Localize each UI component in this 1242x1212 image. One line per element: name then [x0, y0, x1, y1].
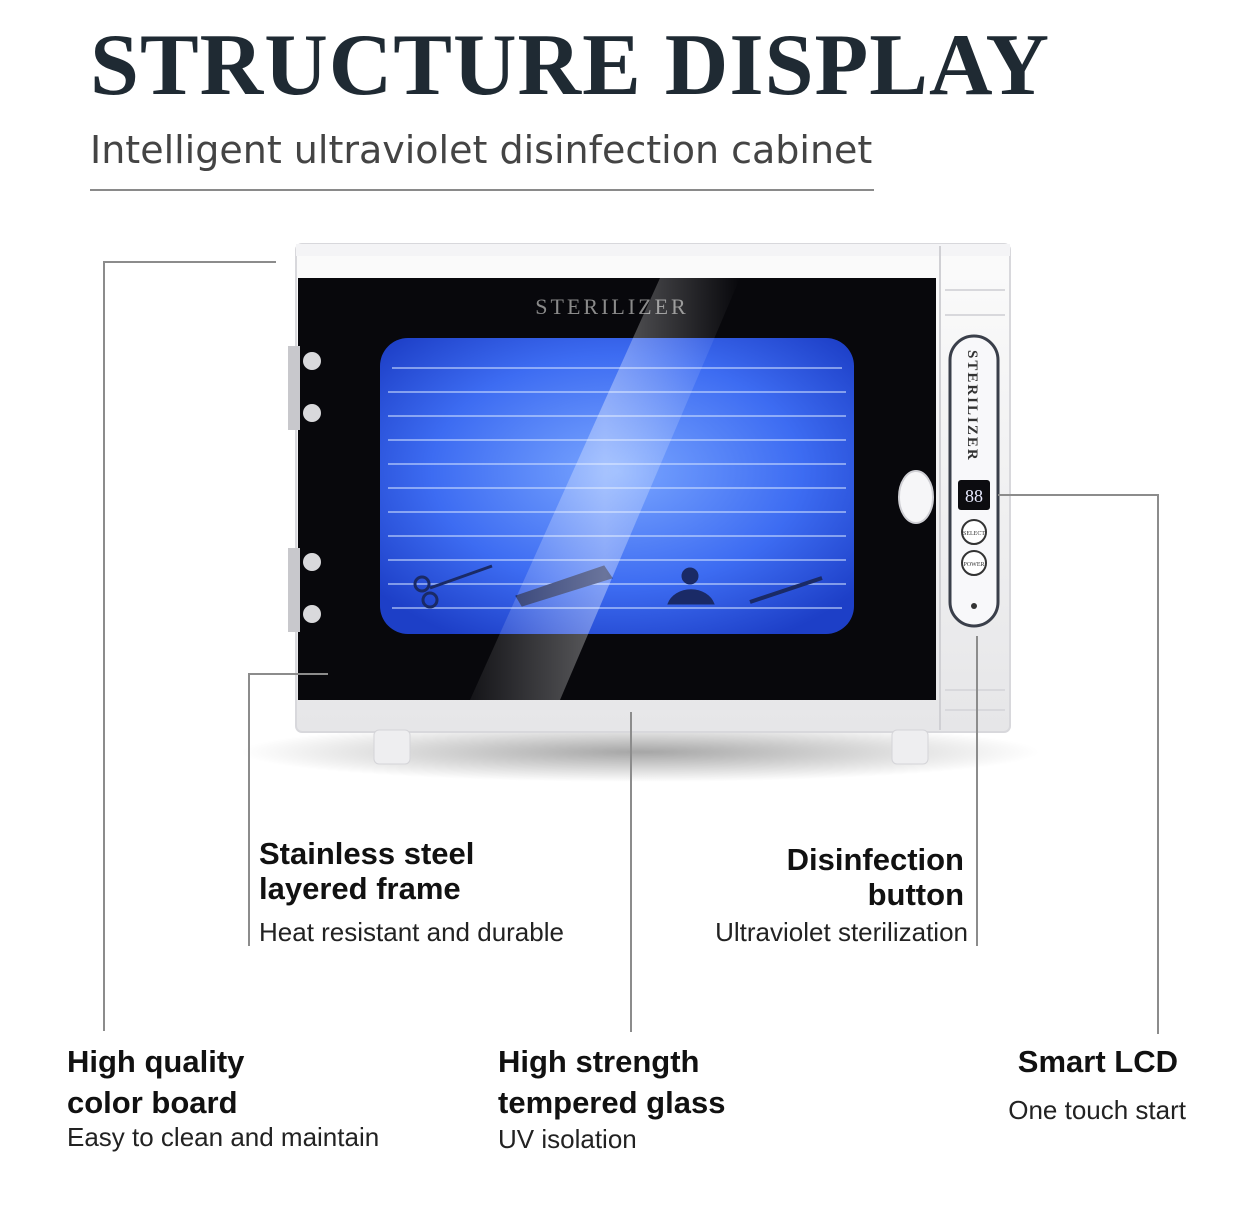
callout-glass-title-2: tempered glass	[498, 1085, 726, 1120]
leader-button-v	[976, 636, 978, 946]
callout-button-desc: Ultraviolet sterilization	[715, 917, 968, 947]
callout-lcd-desc: One touch start	[1008, 1095, 1186, 1125]
callout-frame-desc: Heat resistant and durable	[259, 917, 564, 947]
panel-brand-text: STERILIZER	[964, 350, 980, 462]
callout-button-title-1: Disinfection	[786, 842, 964, 877]
leader-board-v	[103, 261, 105, 1031]
callout-glass: High strength tempered glass UV isolatio…	[498, 1044, 725, 1154]
svg-text:POWER: POWER	[964, 562, 985, 568]
cabinet-foot-left	[373, 729, 411, 765]
callout-button-title-2: button	[867, 877, 964, 912]
indicator-light	[971, 603, 977, 609]
svg-text:SELECT: SELECT	[963, 531, 985, 537]
leader-board-h	[103, 261, 276, 263]
callout-board-desc: Easy to clean and maintain	[67, 1122, 380, 1152]
page-title: STRUCTURE DISPLAY	[90, 17, 1050, 114]
sterilizer-cabinet-illustration: STERILIZER STERILIZER	[240, 243, 1040, 782]
leader-lcd-v	[1157, 494, 1159, 1034]
callout-frame: Stainless steel layered frame Heat resis…	[259, 836, 564, 947]
leader-frame-v	[248, 673, 250, 946]
cabinet-shadow	[240, 722, 1040, 782]
power-button	[961, 550, 987, 576]
lcd-digits: 88	[965, 486, 983, 506]
callout-frame-title-2: layered frame	[259, 871, 461, 906]
callout-board-title-1: High quality	[67, 1044, 245, 1079]
leader-glass-v	[630, 712, 632, 1032]
cabinet-foot-right	[891, 729, 929, 765]
select-button	[961, 519, 987, 545]
door-hinges	[288, 346, 321, 632]
callout-lcd-title: Smart LCD	[1017, 1044, 1178, 1079]
callout-board-title-2: color board	[67, 1085, 238, 1120]
door-handle	[898, 470, 934, 524]
callout-frame-title-1: Stainless steel	[259, 836, 475, 871]
callout-lcd: Smart LCD One touch start	[960, 1044, 1186, 1125]
subtitle-underline	[90, 189, 874, 191]
leader-frame-h	[248, 673, 328, 675]
lcd-display	[958, 480, 990, 510]
leader-lcd-h	[998, 494, 1159, 496]
callout-board: High quality color board Easy to clean a…	[67, 1044, 379, 1152]
callout-button: Disinfection button Ultraviolet steriliz…	[660, 842, 968, 947]
callout-glass-desc: UV isolation	[498, 1124, 637, 1154]
glass-reflection	[470, 278, 740, 700]
page-subtitle: Intelligent ultraviolet disinfection cab…	[90, 128, 873, 172]
callout-glass-title-1: High strength	[498, 1044, 700, 1079]
